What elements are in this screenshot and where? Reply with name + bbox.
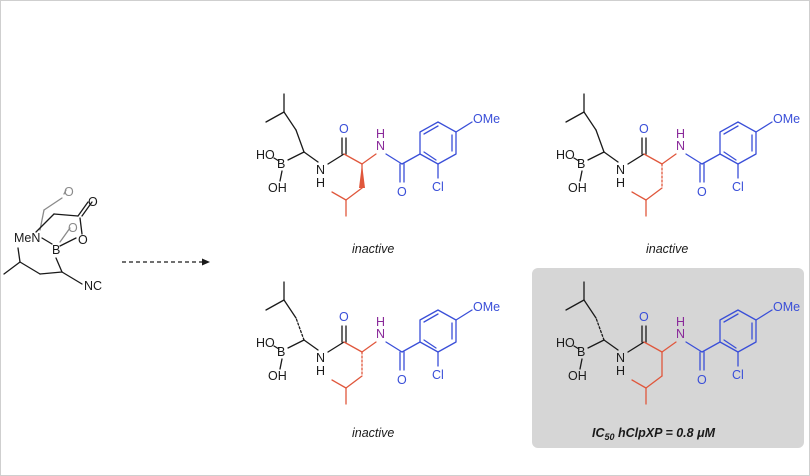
chloro-label: Cl <box>432 368 444 382</box>
stereo-wedge <box>359 164 365 188</box>
hydroxyl-label: HO <box>256 336 275 350</box>
hydroxyl-label: HO <box>256 148 275 162</box>
boron-label: B <box>277 157 285 171</box>
isocyanide-label: NC <box>84 279 102 293</box>
oxygen-label: O <box>64 185 74 199</box>
amide-hydrogen-label: H <box>676 315 685 329</box>
carbonyl-oxygen-label: O <box>639 122 649 136</box>
amide-nitrogen-label: N <box>376 139 385 153</box>
oxygen-label: O <box>68 221 78 235</box>
amide-nitrogen-label: N <box>616 351 625 365</box>
active-compound-highlight <box>532 268 804 448</box>
oxygen-label: O <box>88 195 98 209</box>
amide-oxygen-label: O <box>697 185 707 199</box>
carbonyl-oxygen-label: O <box>339 310 349 324</box>
reagent-structure: MeN B O O O O NC <box>3 185 102 293</box>
hydroxyl-label: OH <box>568 181 587 195</box>
amide-nitrogen-label: N <box>376 327 385 341</box>
amide-oxygen-label: O <box>697 373 707 387</box>
molecule-bottom-left: HO B OH N H O N H O OMe C <box>256 281 500 405</box>
amide-hydrogen-label: H <box>376 127 385 141</box>
hydroxyl-label: HO <box>556 148 575 162</box>
amide-nitrogen-label: N <box>676 139 685 153</box>
amide-hydrogen-label: H <box>316 364 325 378</box>
chloro-label: Cl <box>432 180 444 194</box>
amide-nitrogen-label: N <box>316 163 325 177</box>
caption-top-right: inactive <box>646 242 688 256</box>
boron-label: B <box>52 243 60 257</box>
amide-hydrogen-label: H <box>616 364 625 378</box>
hydroxyl-label: OH <box>268 181 287 195</box>
hydroxyl-label: HO <box>556 336 575 350</box>
hydroxyl-label: OH <box>568 369 587 383</box>
caption-ic50: IC50 hClpXP = 0.8 μM <box>592 426 716 442</box>
chloro-label: Cl <box>732 368 744 382</box>
caption-bottom-left: inactive <box>352 426 394 440</box>
carbonyl-oxygen-label: O <box>639 310 649 324</box>
reaction-arrow <box>122 258 210 266</box>
oxygen-label: O <box>78 233 88 247</box>
hydroxyl-label: OH <box>268 369 287 383</box>
molecule-top-left: HO B OH N H O N H O OMe C <box>256 93 500 217</box>
caption-top-left: inactive <box>352 242 394 256</box>
methoxy-label: OMe <box>473 112 500 126</box>
molecule-bottom-right: HO B OH N H O N H O OMe C <box>556 281 800 405</box>
amide-oxygen-label: O <box>397 373 407 387</box>
amide-nitrogen-label: N <box>316 351 325 365</box>
amide-hydrogen-label: H <box>616 176 625 190</box>
boron-label: B <box>577 157 585 171</box>
methoxy-label: OMe <box>473 300 500 314</box>
chloro-label: Cl <box>732 180 744 194</box>
boron-label: B <box>277 345 285 359</box>
molecule-top-right: HO B OH N H O N H O OMe C <box>556 93 800 217</box>
amide-hydrogen-label: H <box>316 176 325 190</box>
methoxy-label: OMe <box>773 112 800 126</box>
amide-oxygen-label: O <box>397 185 407 199</box>
amide-nitrogen-label: N <box>676 327 685 341</box>
boron-label: B <box>577 345 585 359</box>
mida-nitrogen-label: MeN <box>14 231 40 245</box>
amide-hydrogen-label: H <box>376 315 385 329</box>
amide-hydrogen-label: H <box>676 127 685 141</box>
amide-nitrogen-label: N <box>616 163 625 177</box>
carbonyl-oxygen-label: O <box>339 122 349 136</box>
methoxy-label: OMe <box>773 300 800 314</box>
